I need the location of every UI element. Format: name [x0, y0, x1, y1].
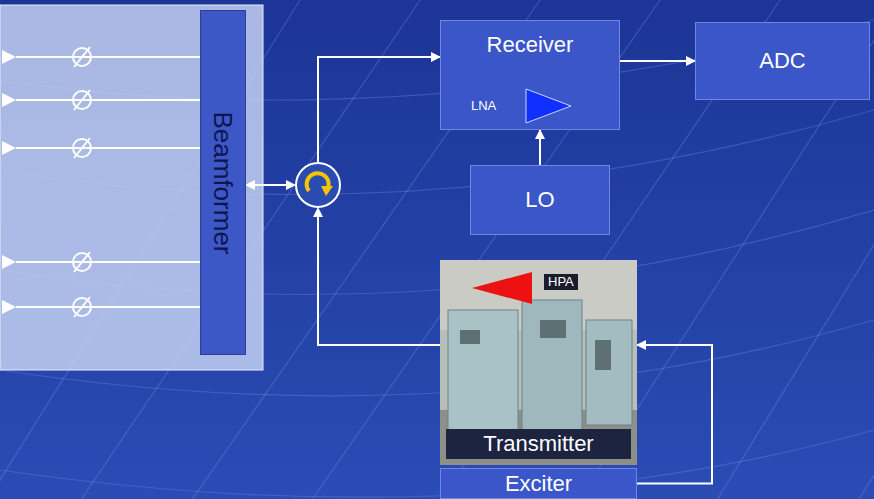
- receiver-box: ReceiverLNA: [440, 20, 620, 130]
- signal-arrow: [637, 345, 712, 484]
- antenna-row: [2, 138, 200, 158]
- node-label: HPA: [544, 274, 578, 290]
- node-label: Receiver: [441, 33, 619, 57]
- transmitter-picture: HPA Transmitter: [440, 260, 637, 465]
- antenna-row: [2, 90, 200, 110]
- node-label: Beamformer: [209, 111, 238, 254]
- circulator-symbol: [286, 163, 340, 217]
- node-sublabel: Transmitter: [446, 429, 631, 459]
- exciter-box: Exciter: [440, 468, 637, 499]
- node-label: LO: [525, 188, 554, 212]
- signal-arrow: [246, 57, 440, 185]
- signal-arrow: [539, 130, 541, 165]
- adc-box: ADC: [695, 22, 870, 100]
- node-label: Exciter: [505, 473, 572, 495]
- signal-arrow: [246, 185, 440, 345]
- node-label: ADC: [759, 49, 805, 73]
- lna-triangle: [526, 89, 571, 123]
- lo-box: LO: [470, 165, 610, 235]
- signal-arrow: [620, 60, 695, 62]
- antenna-row: [2, 297, 200, 317]
- hpa-triangle: [472, 272, 532, 304]
- antenna-elements: [2, 47, 200, 317]
- antenna-row: [2, 252, 200, 272]
- node-sublabel: LNA: [471, 99, 496, 113]
- array-panel: [0, 5, 263, 370]
- antenna-row: [2, 47, 200, 67]
- beamformer-bar: Beamformer: [200, 10, 246, 355]
